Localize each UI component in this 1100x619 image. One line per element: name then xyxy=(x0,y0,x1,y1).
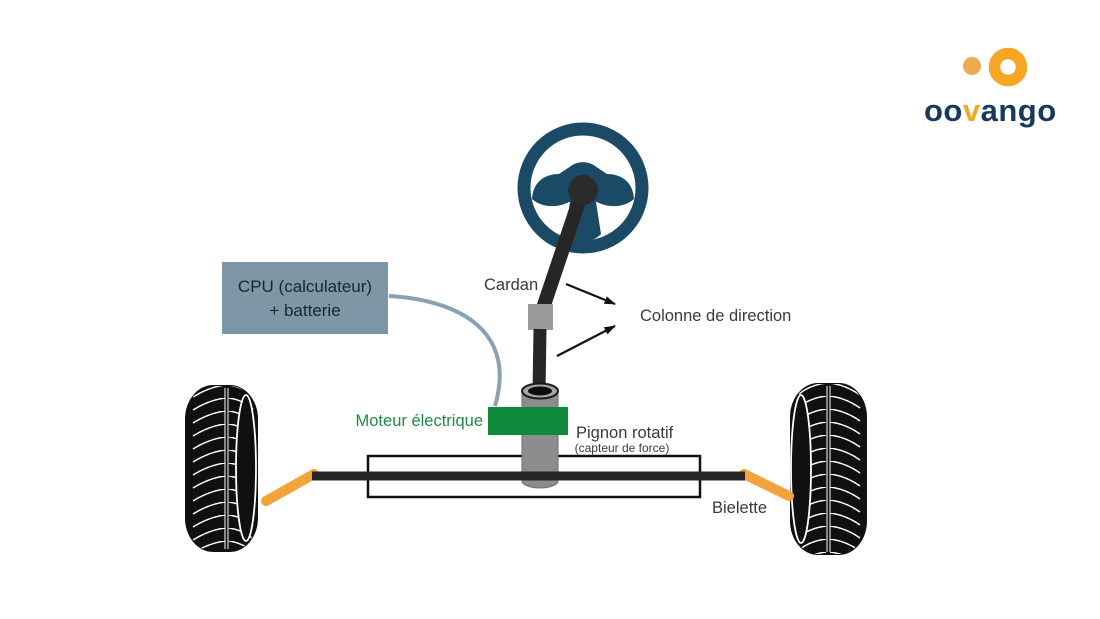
pinion-cylinder-icon xyxy=(521,390,559,489)
cpu-box-rect xyxy=(222,262,388,334)
label-cardan: Cardan xyxy=(484,276,538,294)
motor-block-icon xyxy=(488,407,568,435)
right-tie-rod-icon xyxy=(739,469,794,501)
cpu-box: CPU (calculateur) + batterie xyxy=(222,262,388,334)
oovango-logo: oovango xyxy=(924,47,1057,128)
logo-dot-icon xyxy=(963,57,981,75)
left-tire-sidewall xyxy=(235,394,257,542)
label-capteur-de-force: (capteur de force) xyxy=(575,441,670,455)
arrow-icon-lower xyxy=(556,325,616,357)
right-tire-sidewall xyxy=(790,394,812,544)
wheel-rim xyxy=(517,122,649,254)
logo-text-accent: v xyxy=(963,93,981,128)
label-colonne-de-direction: Colonne de direction xyxy=(640,307,791,325)
cpu-label-line1: CPU (calculateur) xyxy=(238,277,372,296)
logo-text-pre: oo xyxy=(924,93,963,128)
cpu-wire-icon xyxy=(388,294,502,407)
left-tire-icon xyxy=(185,385,258,552)
label-moteur-electrique: Moteur électrique xyxy=(356,412,483,430)
steering-column-lower xyxy=(532,328,547,393)
label-pignon-rotatif: Pignon rotatif xyxy=(576,424,674,442)
cpu-label-line2: + batterie xyxy=(269,301,340,320)
right-tire-icon xyxy=(790,383,867,555)
logo-ring-icon xyxy=(988,47,1028,87)
label-bielette: Bielette xyxy=(712,499,767,517)
arrow-icon-upper xyxy=(565,282,616,306)
universal-joint-icon xyxy=(528,304,553,330)
left-tie-rod-icon xyxy=(261,469,319,506)
steering-column-upper xyxy=(534,189,589,317)
pinion-opening-hole xyxy=(528,386,552,396)
wheel-hub xyxy=(568,175,598,205)
logo-wordmark: oovango xyxy=(924,93,1057,128)
logo-text-post: ango xyxy=(981,93,1057,128)
pinion-body xyxy=(521,390,559,482)
